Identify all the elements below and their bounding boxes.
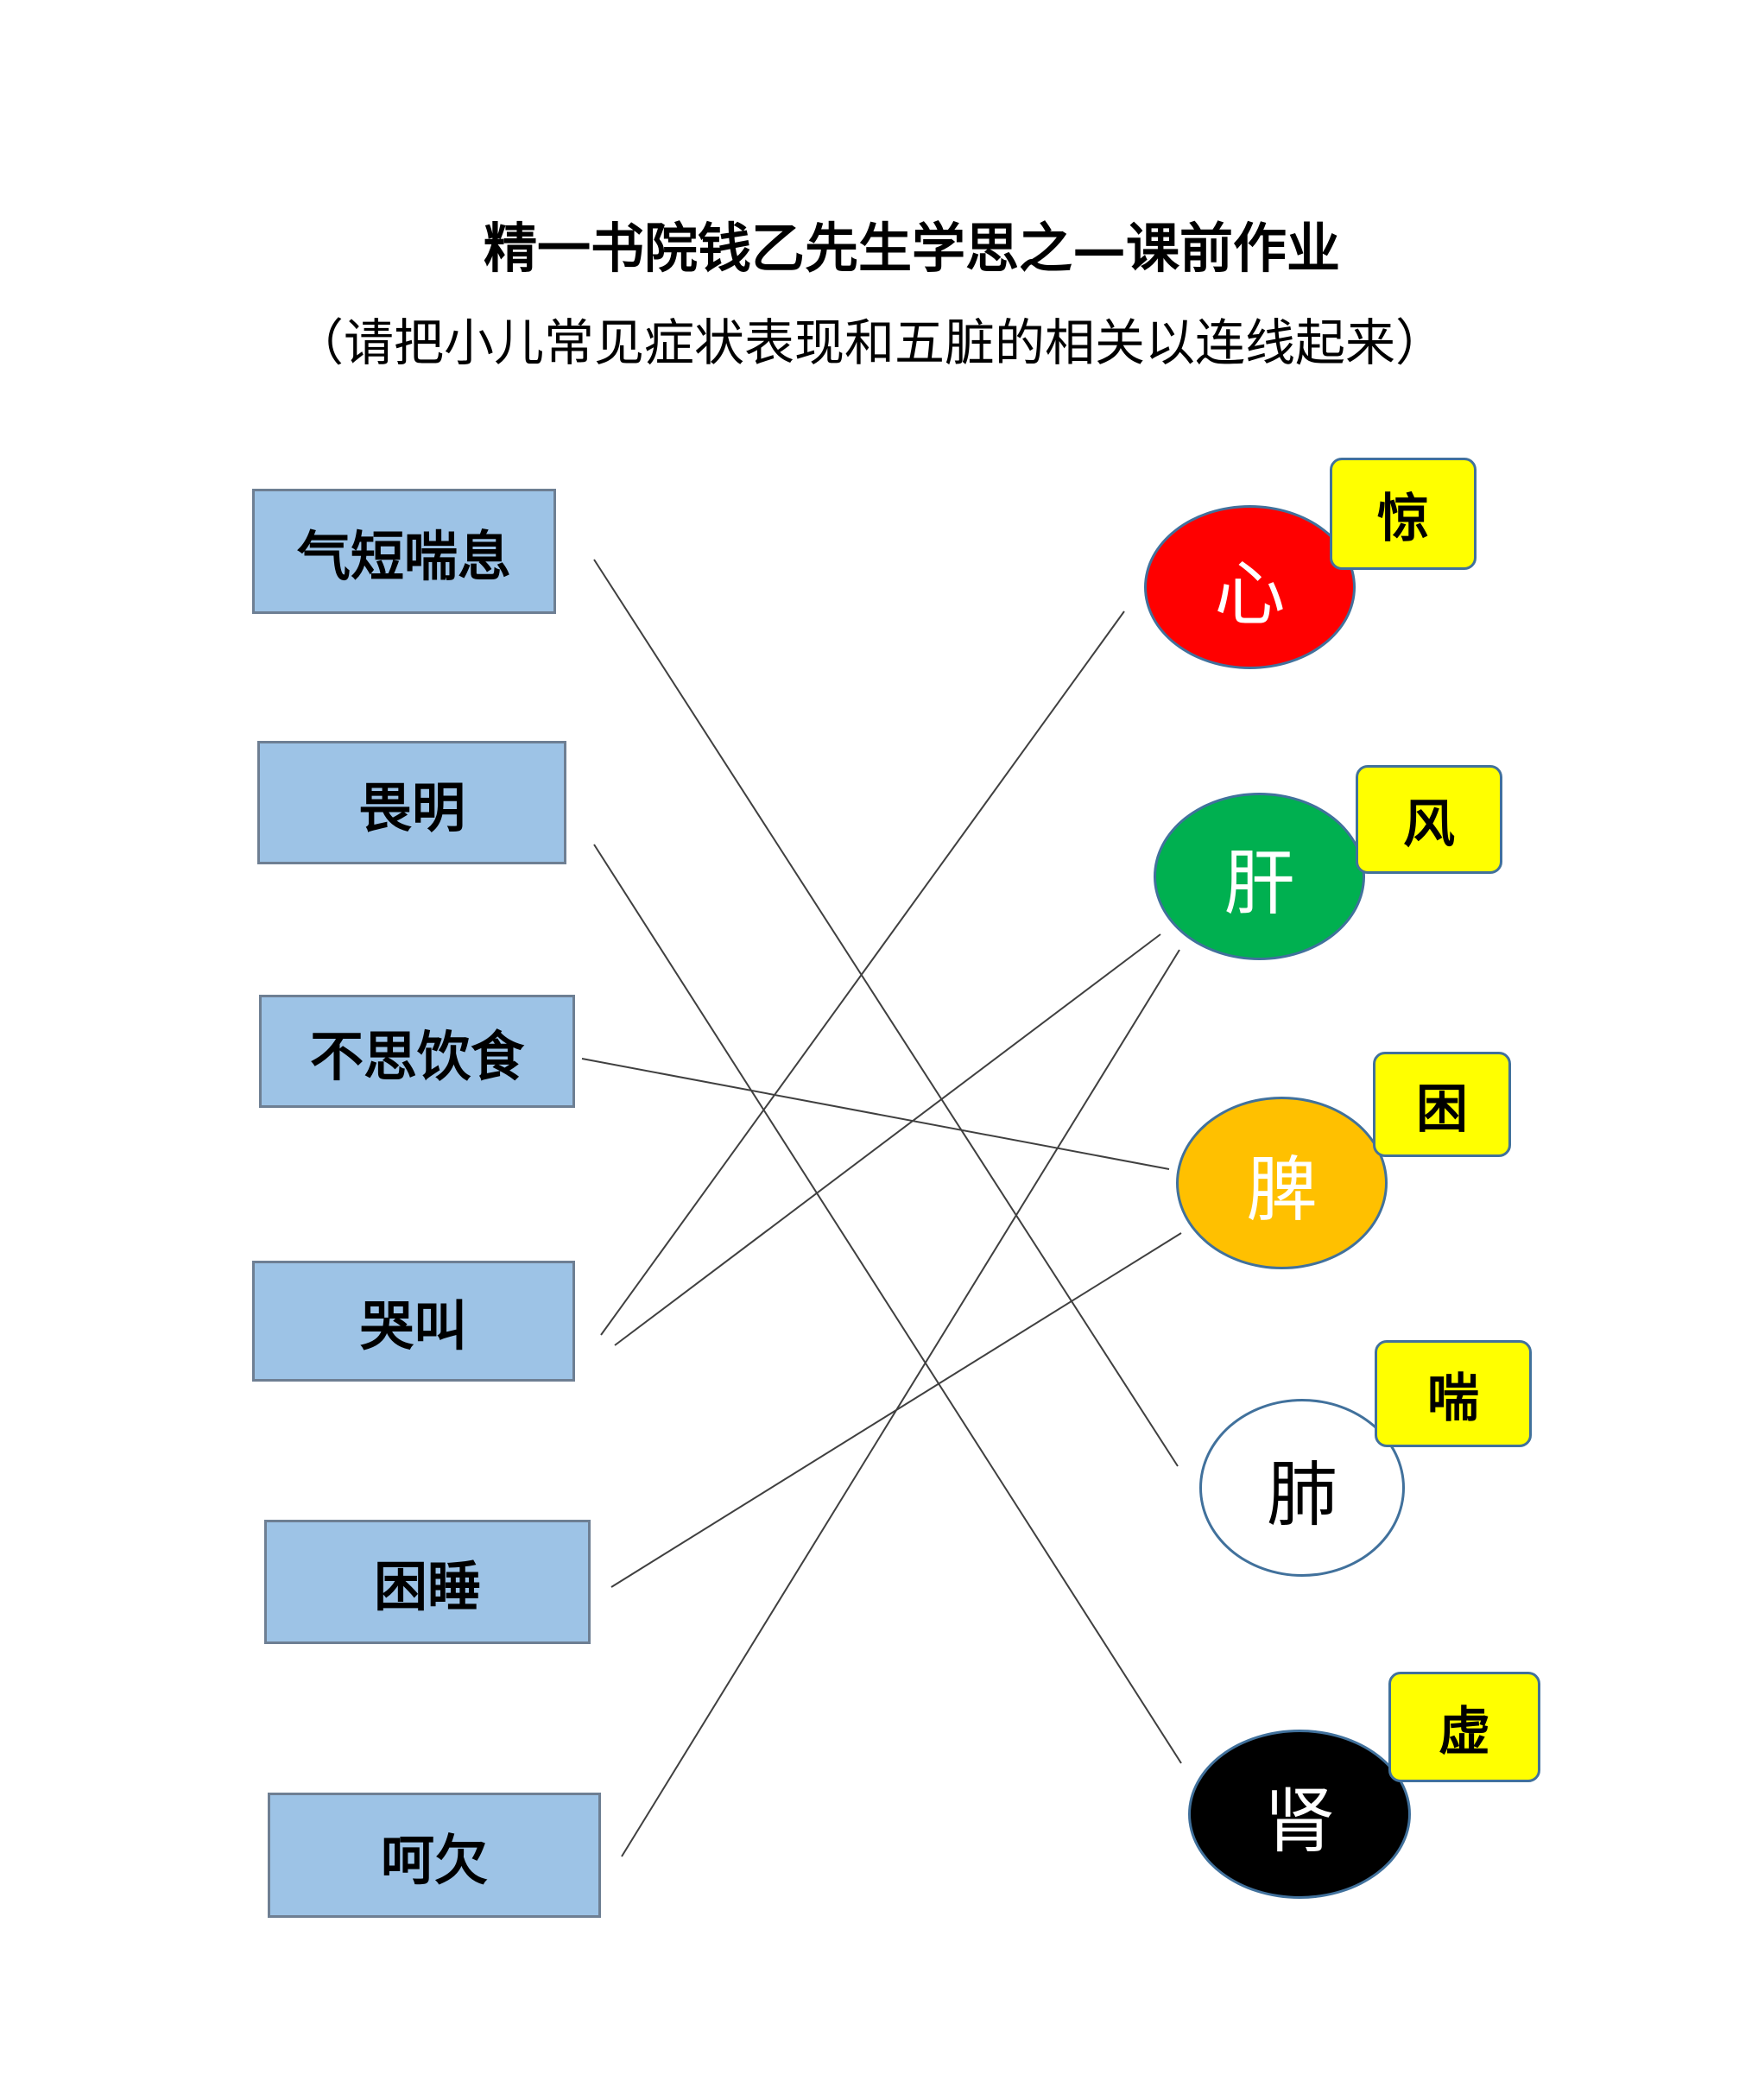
connection-line	[593, 559, 1179, 1467]
organ-circle-kidney[interactable]: 肾	[1188, 1730, 1411, 1899]
connection-line	[600, 610, 1125, 1336]
organ-tag-liver: 风	[1356, 765, 1502, 874]
symptom-box-photophobia[interactable]: 畏明	[257, 741, 566, 864]
symptom-box-yawning[interactable]: 呵欠	[268, 1793, 601, 1918]
connection-line	[610, 1232, 1182, 1588]
connection-line	[621, 949, 1180, 1857]
symptom-box-shortness-of-breath[interactable]: 气短喘息	[252, 489, 556, 614]
connection-line	[614, 933, 1161, 1346]
organ-circle-liver[interactable]: 肝	[1154, 793, 1365, 960]
organ-tag-spleen: 困	[1373, 1052, 1511, 1157]
organ-tag-heart: 惊	[1330, 458, 1477, 570]
symptom-box-crying[interactable]: 哭叫	[252, 1261, 575, 1382]
organ-tag-kidney: 虚	[1388, 1672, 1540, 1782]
symptom-box-drowsiness[interactable]: 困睡	[264, 1520, 591, 1644]
connection-line	[593, 844, 1182, 1764]
organ-tag-lung: 喘	[1375, 1340, 1532, 1447]
page-subtitle: （请把小儿常见症状表现和五脏的相关以连线起来）	[294, 313, 1446, 372]
organ-circle-lung[interactable]: 肺	[1199, 1399, 1405, 1577]
organ-circle-heart[interactable]: 心	[1144, 505, 1356, 669]
page-title: 精一书院钱乙先生学思之—课前作业	[484, 217, 1341, 280]
connection-line	[581, 1058, 1170, 1170]
organ-circle-spleen[interactable]: 脾	[1176, 1097, 1388, 1269]
symptom-box-no-appetite[interactable]: 不思饮食	[259, 995, 575, 1108]
